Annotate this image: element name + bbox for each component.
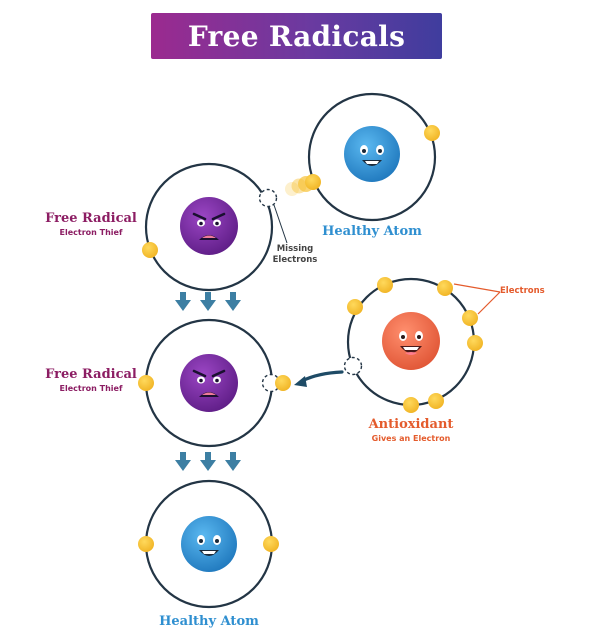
healthy-atom-label-top: Healthy Atom [322,224,422,239]
incoming-electron [275,375,291,391]
electron [437,280,453,296]
missing-electrons-line-1: Missing [276,244,314,254]
electrons-label: Electrons [500,286,545,296]
title-banner: Free Radicals [151,13,442,59]
down-arrow-icon [200,452,216,471]
antioxidant-title: Antioxidant [368,417,454,432]
missing-electron-slot [343,356,363,376]
free-radical-subtitle: Electron Thief [59,384,123,393]
electron [142,242,158,258]
antioxidant-label: Antioxidant Gives an Electron [357,417,465,443]
healthy-nucleus [344,126,400,182]
free-radical-title: Free Radical [45,211,137,226]
electron [467,335,483,351]
electron [138,375,154,391]
electrons-pointer [453,283,501,315]
page-title: Free Radicals [187,19,406,53]
electron [462,310,478,326]
free-radical-atom-2 [138,318,291,448]
down-arrow-icon [175,292,191,311]
free-radical-title: Free Radical [45,367,137,382]
orbit-ring [144,162,274,292]
electron [424,125,440,141]
free-radical-label-1: Free Radical Electron Thief [38,211,144,237]
down-arrow-icon [200,292,216,311]
antioxidant-subtitle: Gives an Electron [371,434,451,443]
down-arrow-icon [225,452,241,471]
electron [428,393,444,409]
antioxidant-atom [343,277,483,413]
free-radical-atom-1 [142,162,278,292]
missing-electron-slot [258,188,278,208]
down-arrow-icon [175,452,191,471]
electron [403,397,419,413]
missing-electrons-pointer [273,204,288,244]
down-arrow-icon [225,292,241,311]
electron [305,174,321,190]
orbit-ring [307,92,437,222]
electron [138,536,154,552]
electron [347,299,363,315]
down-arrows-2 [175,452,241,471]
missing-electrons-label: Missing Electrons [268,244,322,266]
arrow-head-icon [294,376,307,387]
free-radical-nucleus [180,354,238,412]
antioxidant-nucleus [382,312,440,370]
electron [377,277,393,293]
missing-electrons-line-2: Electrons [272,255,318,265]
down-arrows-1 [175,292,241,311]
healthy-atom-bottom [138,479,279,609]
healthy-atom-top [285,92,440,222]
electron [263,536,279,552]
free-radical-label-2: Free Radical Electron Thief [38,367,144,393]
electron-trail [285,182,299,196]
free-radical-subtitle: Electron Thief [59,228,123,237]
healthy-nucleus [181,516,237,572]
free-radical-nucleus [180,197,238,255]
transfer-arrow [294,370,344,387]
healthy-atom-label-bottom: Healthy Atom [159,614,259,629]
